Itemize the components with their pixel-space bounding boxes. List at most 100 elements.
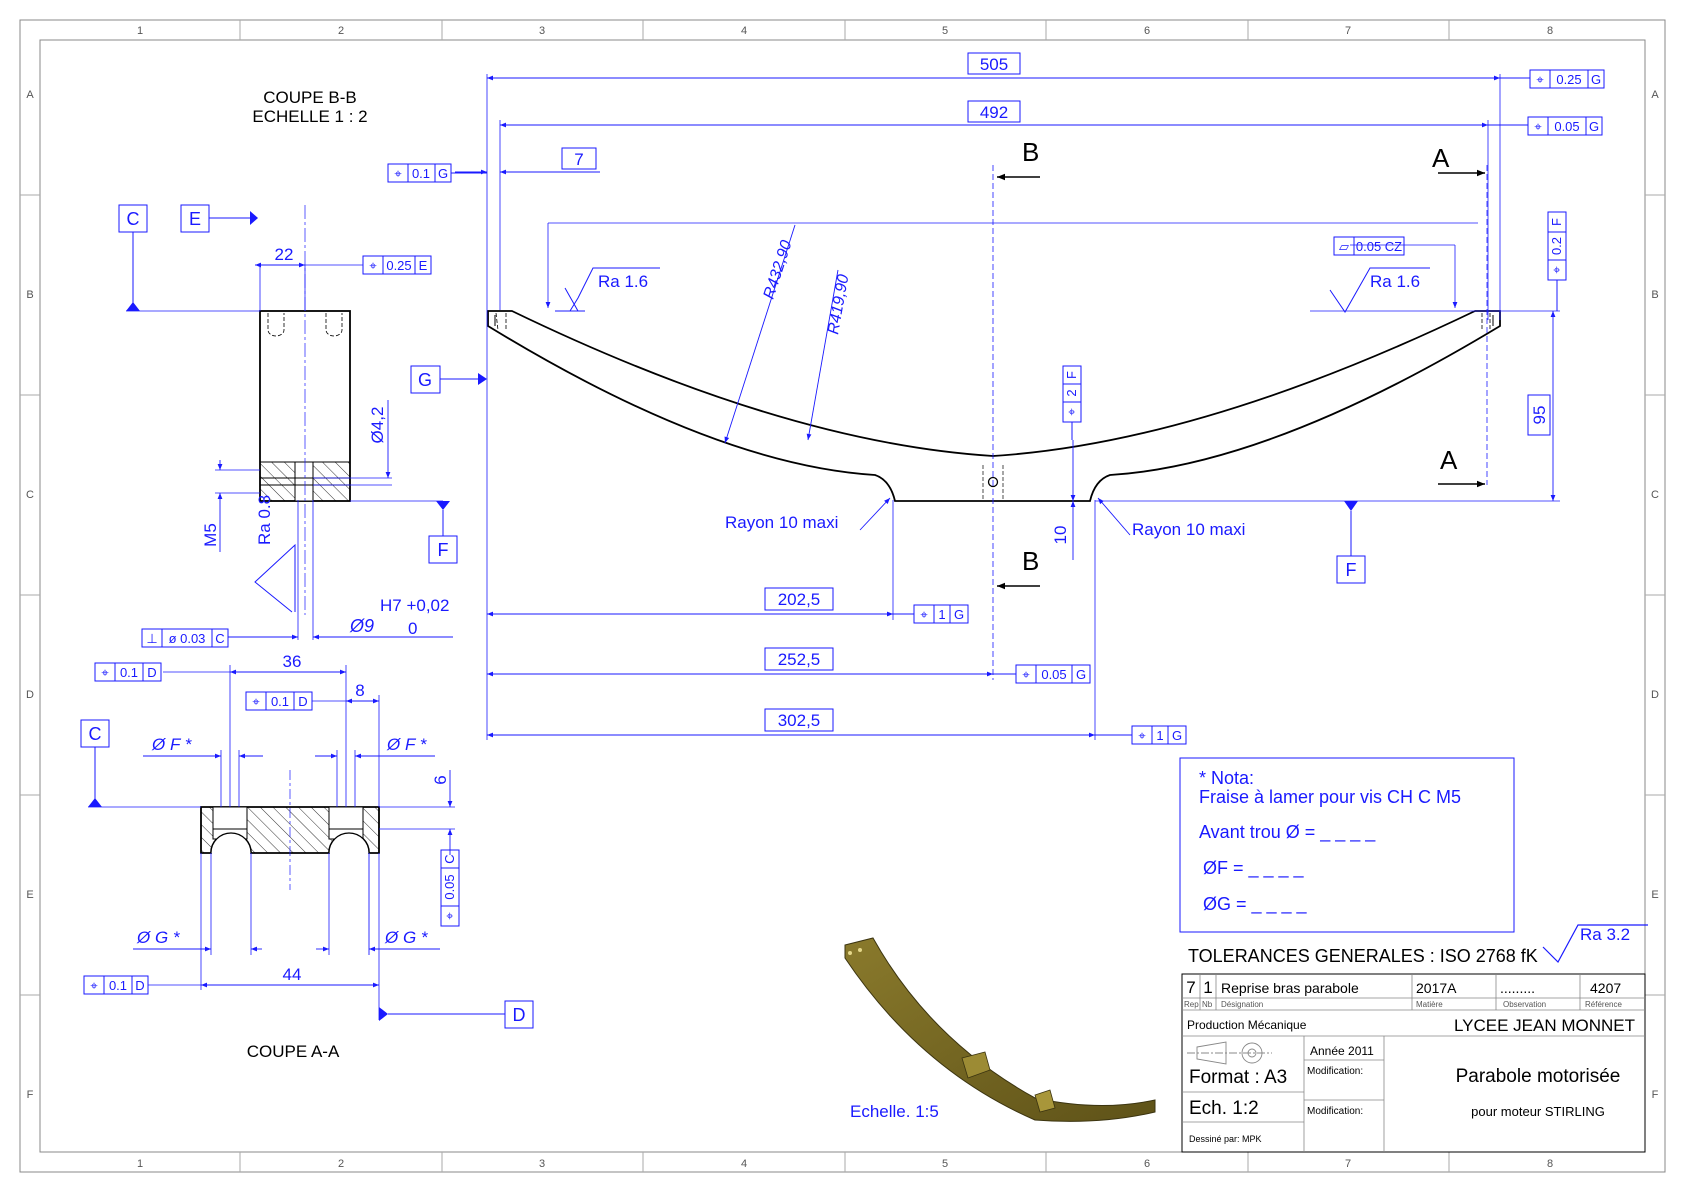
radius-432: R432,90 <box>761 238 796 301</box>
col-label-4-bottom: 4 <box>741 1158 747 1170</box>
row-label-D-right: D <box>1651 689 1659 701</box>
dim-22: 22 <box>275 245 294 264</box>
roughness-ra-0.8: Ra 0.8 <box>255 495 274 545</box>
part-outline <box>487 310 1501 502</box>
datum-C-label: C <box>127 209 140 229</box>
tb-h-nb: Nb <box>1202 1000 1213 1009</box>
tb-subtitle: pour moteur STIRLING <box>1471 1104 1605 1119</box>
tb-modif-1: Modification: <box>1307 1066 1363 1077</box>
fit-lower: 0 <box>408 619 417 638</box>
fcf-tolerance: 1 <box>1156 728 1163 743</box>
dim-phi-F-left: Ø F * <box>151 735 193 754</box>
dim-phi-G-left: Ø G * <box>136 928 181 947</box>
fcf-pos-2-F: F 2 ⌖ <box>1062 365 1082 440</box>
row-label-E-right: E <box>1651 889 1658 901</box>
datum-G-label: G <box>418 370 432 390</box>
title-block: 7 1 Reprise bras parabole 2017A ........… <box>1181 973 1646 1153</box>
fcf-datum: E <box>419 258 428 273</box>
main-view: 505 492 7 202,5 252,5 302,5 95 10 R432,9… <box>387 52 1605 745</box>
row-label-E: E <box>26 889 33 901</box>
fcf-flatness-0.05-CZ: ▱ 0.05 CZ <box>1333 236 1405 256</box>
col-label-1-bottom: 1 <box>137 1158 143 1170</box>
tb-h-rep: Rep <box>1184 1000 1199 1009</box>
fcf-symbol: ⌖ <box>920 607 928 622</box>
fcf-datum: D <box>298 694 307 709</box>
fcf-datum: C <box>215 631 224 646</box>
fcf-symbol: ⌖ <box>101 665 109 680</box>
tb-format: Format : A3 <box>1189 1067 1287 1088</box>
datum-D-label: D <box>513 1005 526 1025</box>
fit-upper: H7 +0,02 <box>380 596 449 615</box>
section-bb-title: COUPE B-B <box>263 88 357 107</box>
fcf-datum: D <box>147 665 156 680</box>
col-label-3-bottom: 3 <box>539 1158 545 1170</box>
col-label-7-bottom: 7 <box>1345 1158 1351 1170</box>
datum-F-label: F <box>438 540 449 560</box>
isometric-scale: Echelle. 1:5 <box>850 1102 939 1121</box>
col-label-5: 5 <box>942 25 948 37</box>
tb-nb: 1 <box>1203 978 1212 997</box>
col-label-2-bottom: 2 <box>338 1158 344 1170</box>
fcf-symbol: ⌖ <box>1022 667 1030 682</box>
datum-F-label: F <box>1346 560 1357 580</box>
fcf-datum: F <box>1549 218 1564 226</box>
fcf-tolerance: 0.05 <box>1554 119 1579 134</box>
dim-44: 44 <box>283 965 302 984</box>
col-label-7: 7 <box>1345 25 1351 37</box>
section-bb-scale: ECHELLE 1 : 2 <box>252 107 367 126</box>
sheet-frame: 1 2 3 4 5 6 7 8 1 2 3 4 5 6 7 8 A B C D … <box>19 19 1666 1173</box>
fcf-symbol: ▱ <box>1339 239 1349 254</box>
tb-school: LYCEE JEAN MONNET <box>1454 1016 1635 1035</box>
fcf-symbol: ⌖ <box>1536 72 1544 87</box>
row-label-C: C <box>26 489 34 501</box>
fcf-pos-0.25-G: ⌖ 0.25 G <box>1500 69 1605 89</box>
tb-h-reference: Référence <box>1585 1000 1622 1009</box>
col-label-8: 8 <box>1547 25 1553 37</box>
tb-designation: Reprise bras parabole <box>1221 980 1359 996</box>
dim-8: 8 <box>355 681 364 700</box>
section-label-A-top: A <box>1432 143 1450 173</box>
dim-10: 10 <box>1051 526 1070 545</box>
fcf-tolerance: 0.1 <box>109 978 127 993</box>
section-aa-title: COUPE A-A <box>247 1042 340 1061</box>
fcf-pos-0.2-F: F 0.2 ⌖ <box>1547 211 1567 311</box>
roughness-right-label: Ra 1.6 <box>1370 272 1420 291</box>
row-label-F-right: F <box>1652 1089 1659 1101</box>
tb-production: Production Mécanique <box>1187 1018 1307 1032</box>
nota-line-phiF: ØF = _ _ _ _ <box>1203 858 1305 879</box>
center-hole <box>987 476 999 488</box>
fcf-symbol: ⌖ <box>442 912 457 920</box>
general-roughness-label: Ra 3.2 <box>1580 925 1630 944</box>
fcf-datum: G <box>1172 728 1182 743</box>
row-label-C-right: C <box>1651 489 1659 501</box>
dim-7: 7 <box>574 150 583 169</box>
tb-reference: 4207 <box>1590 980 1621 996</box>
tb-ech: Ech. 1:2 <box>1189 1098 1259 1119</box>
dim-302: 302,5 <box>778 711 821 730</box>
nota-box: * Nota: Fraise à lamer pour vis CH C M5 … <box>1179 757 1515 933</box>
fcf-symbol: ⊥ <box>146 631 157 646</box>
dim-202: 202,5 <box>778 590 821 609</box>
roughness-right: Ra 1.6 <box>1329 267 1430 313</box>
fcf-symbol: ⌖ <box>252 694 260 709</box>
fcf-pos-0.05-G-top: ⌖ 0.05 G <box>1488 116 1603 136</box>
fcf-pos-1-G-a: ⌖ 1 G <box>893 604 969 624</box>
dim-phi-G-right: Ø G * <box>384 928 429 947</box>
section-bb: COUPE B-B ECHELLE 1 : 2 C E F <box>118 88 458 648</box>
fcf-datum: G <box>1591 72 1601 87</box>
fcf-tolerance: 0.1 <box>412 166 430 181</box>
tb-h-matiere: Matière <box>1416 1000 1443 1009</box>
isometric-view: Echelle. 1:5 <box>844 937 1156 1122</box>
fcf-symbol: ⌖ <box>1549 266 1564 274</box>
section-arrows: B B A A <box>997 137 1485 590</box>
col-label-8-bottom: 8 <box>1547 1158 1553 1170</box>
fcf-pos-0.1-G: ⌖ 0.1 G <box>387 163 487 183</box>
datum-E-bb: E <box>180 204 258 233</box>
col-label-6: 6 <box>1144 25 1150 37</box>
fcf-pos-0.05-C: C 0.05 ⌖ <box>440 849 460 927</box>
dim-492: 492 <box>980 103 1008 122</box>
tb-h-observation: Observation <box>1503 1000 1546 1009</box>
fcf-symbol: ⌖ <box>1534 119 1542 134</box>
nota-title: * Nota: <box>1199 768 1254 788</box>
